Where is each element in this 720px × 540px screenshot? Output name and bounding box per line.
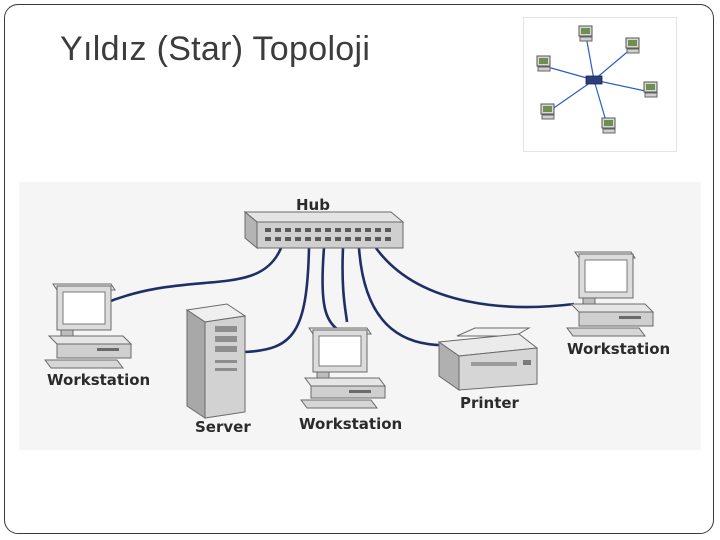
thumb-computers [536,25,658,134]
workstation-right-label: Workstation [567,340,670,358]
hub-label: Hub [296,196,330,214]
network-cables [102,247,575,354]
workstation-left-label: Workstation [47,371,150,389]
thumb-computer-icon [578,25,593,42]
printer-label: Printer [460,394,520,412]
thumb-computer-icon [625,37,640,54]
thumb-computer-icon [601,117,616,134]
hub-icon [243,210,405,250]
workstation-center-label: Workstation [299,415,402,433]
server-label: Server [195,418,251,436]
network-diagram: Hub Workstation Server [19,182,701,450]
workstation-center-icon [300,327,386,409]
thumb-computer-icon [643,81,658,98]
server-icon [185,303,247,419]
star-topology-thumbnail [523,17,677,152]
slide-title: Yıldız (Star) Topoloji [60,30,371,68]
workstation-left-icon [44,283,133,369]
thumb-hub-icon [585,75,603,85]
thumb-computer-icon [540,103,555,120]
thumb-links [543,35,651,129]
workstation-right-icon [566,251,655,337]
printer-icon [437,327,539,391]
thumb-computer-icon [536,55,551,72]
